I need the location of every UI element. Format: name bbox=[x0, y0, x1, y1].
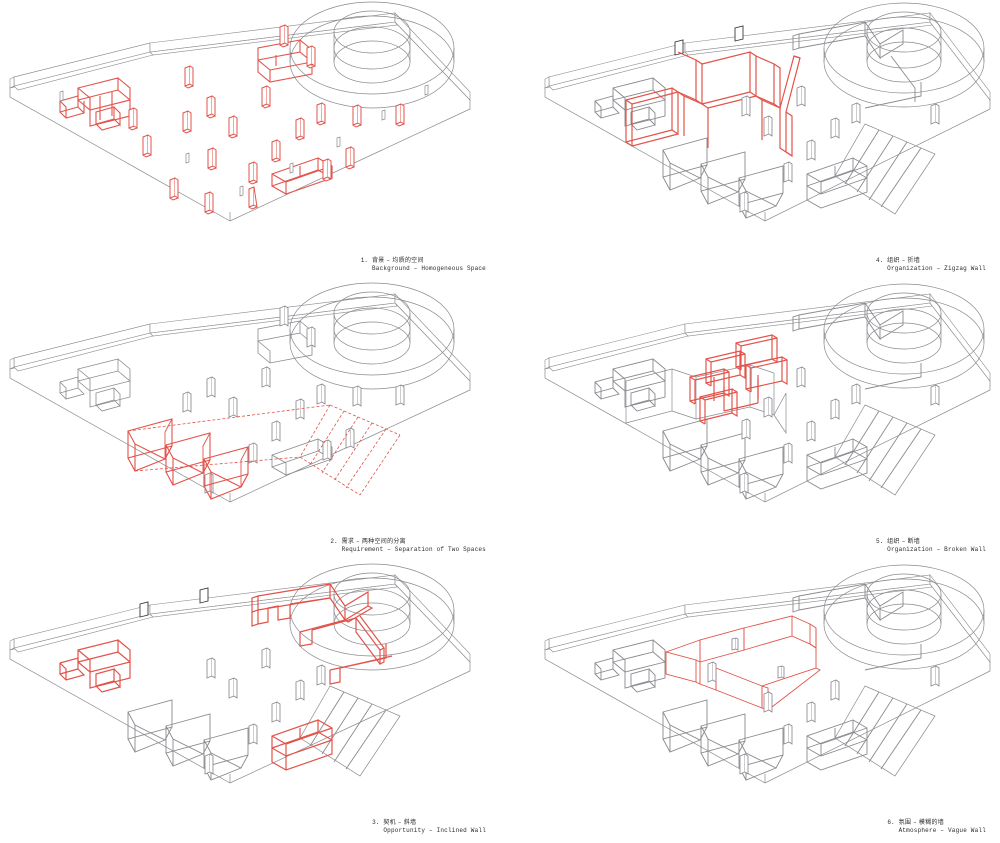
panel-5-number: 5. bbox=[875, 538, 884, 545]
panel-2-title-cn: 需求 – 两种空间的分离 bbox=[341, 538, 406, 545]
panel-6-number: 6. bbox=[887, 819, 895, 826]
panel-5-title-en: Organization – Broken Wall bbox=[887, 546, 986, 553]
panel-3-title-en: Opportunity – Inclined Wall bbox=[383, 827, 486, 834]
panel-1-title-cn: 背景 – 均质的空间 bbox=[371, 257, 424, 264]
panel-6: 6. 氛围 – 模糊的墙 Atmosphere – Vague Wall bbox=[500, 562, 1000, 843]
panel-3-title-cn: 契机 – 斜墙 bbox=[383, 819, 417, 826]
panel-2-title-en: Requirement – Separation of Two Spaces bbox=[341, 546, 486, 553]
panel-4-title-en: Organization – Zigzag Wall bbox=[887, 265, 986, 272]
panel-2-drawing bbox=[0, 281, 500, 562]
panel-1-caption: 1. 背景 – 均质的空间 Background – Homogeneous S… bbox=[361, 257, 486, 273]
panel-3: 3. 契机 – 斜墙 Opportunity – Inclined Wall bbox=[0, 562, 500, 843]
panel-2: 2. 需求 – 两种空间的分离 Requirement – Separation… bbox=[0, 281, 500, 562]
panel-5-drawing bbox=[500, 281, 1000, 562]
panel-6-caption: 6. 氛围 – 模糊的墙 Atmosphere – Vague Wall bbox=[887, 819, 986, 835]
panel-4-drawing bbox=[500, 0, 1000, 281]
panel-5: 5. 组织 – 断墙 Organization – Broken Wall bbox=[500, 281, 1000, 562]
panel-5-caption: 5. 组织 – 断墙 Organization – Broken Wall bbox=[876, 538, 986, 554]
panel-3-drawing bbox=[0, 562, 500, 843]
panel-3-number: 3. bbox=[372, 819, 380, 826]
panel-4-title-cn: 组织 – 折墙 bbox=[887, 257, 921, 264]
panel-2-number: 2. bbox=[330, 538, 338, 545]
panel-1-number: 1. bbox=[360, 257, 368, 264]
panel-3-caption: 3. 契机 – 斜墙 Opportunity – Inclined Wall bbox=[372, 819, 486, 835]
panel-2-caption: 2. 需求 – 两种空间的分离 Requirement – Separation… bbox=[330, 538, 486, 554]
panel-6-title-en: Atmosphere – Vague Wall bbox=[898, 827, 986, 834]
panel-4-caption: 4. 组织 – 折墙 Organization – Zigzag Wall bbox=[876, 257, 986, 273]
panel-1-title-en: Background – Homogeneous Space bbox=[371, 265, 486, 272]
panel-4: 4. 组织 – 折墙 Organization – Zigzag Wall bbox=[500, 0, 1000, 281]
panel-1-drawing bbox=[0, 0, 500, 281]
panel-4-number: 4. bbox=[875, 257, 884, 264]
panel-1: 1. 背景 – 均质的空间 Background – Homogeneous S… bbox=[0, 0, 500, 281]
panel-6-drawing bbox=[500, 562, 1000, 843]
panel-6-title-cn: 氛围 – 模糊的墙 bbox=[898, 819, 945, 826]
panel-5-title-cn: 组织 – 断墙 bbox=[887, 538, 921, 545]
